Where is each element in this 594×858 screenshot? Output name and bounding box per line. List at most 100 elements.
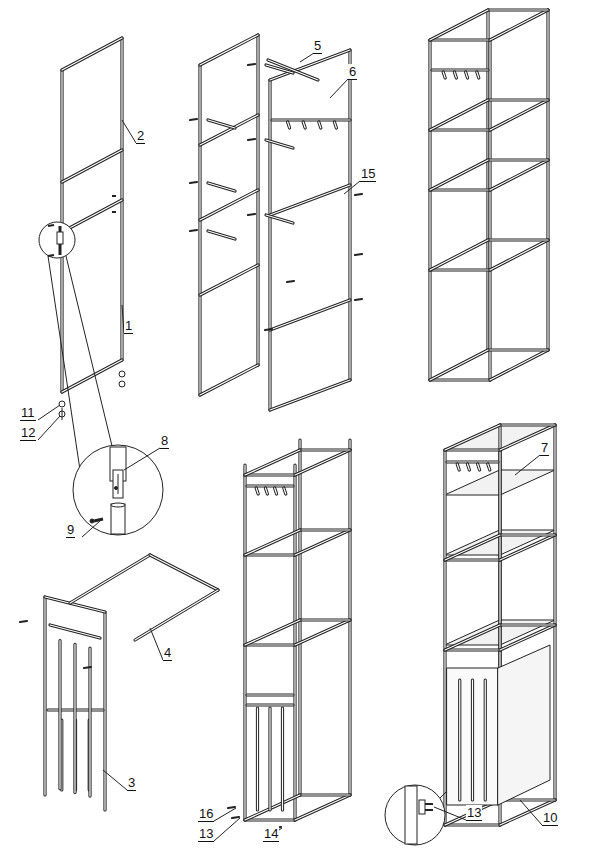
frame-tube (266, 140, 293, 148)
detail-drawings (38, 53, 542, 845)
callout-number: 1 (124, 318, 133, 334)
frame-tube (256, 708, 259, 810)
frame-tube (500, 534, 555, 535)
frame-tube (457, 464, 459, 470)
frame-tube (88, 648, 91, 796)
frame-tube (200, 190, 258, 220)
frame-tube (208, 231, 235, 239)
bolt (265, 329, 272, 330)
frame-tube (150, 555, 218, 590)
bolt (232, 817, 239, 818)
frame-tube (50, 625, 100, 638)
callout-number: 12 (20, 425, 36, 441)
frame-tube (466, 72, 468, 78)
frame-tube (247, 484, 293, 487)
frame-tube (247, 693, 293, 696)
frame-tube (269, 708, 270, 810)
frame-tube (445, 823, 500, 826)
frame-tube (245, 450, 300, 475)
frame-tube (266, 215, 293, 223)
frame-tube (44, 597, 45, 795)
frame-tube (245, 818, 295, 821)
frame-tube (245, 795, 300, 820)
frame-tube (430, 269, 490, 270)
frame-tube (73, 644, 76, 792)
frame-tube (554, 425, 555, 800)
frame-tube (488, 348, 548, 351)
callout-number: 16 (198, 806, 214, 822)
frame-tube (430, 350, 488, 380)
frame-tube (484, 680, 487, 800)
frame-tube (430, 350, 488, 380)
frame-tube (488, 159, 548, 160)
callout-number: 7 (540, 440, 549, 456)
frame-tube (288, 122, 290, 128)
frame-tube (62, 150, 122, 182)
frame-tube (490, 10, 548, 40)
bolt (355, 254, 362, 255)
frame-tube (62, 38, 122, 70)
callout-number: 6 (348, 64, 357, 80)
frame-tube (490, 350, 548, 380)
frame-tube (445, 425, 500, 450)
frame-tube (444, 450, 445, 825)
frame-tube (300, 794, 350, 795)
frame-tube (268, 60, 318, 80)
frame-tube (268, 60, 318, 80)
frame-tube (200, 265, 258, 295)
frame-tube (430, 189, 490, 190)
frame-tube (500, 535, 555, 560)
frame-tube (445, 449, 500, 450)
frame-tube (265, 488, 267, 494)
frame-tube (432, 69, 488, 70)
frame-tube (430, 240, 488, 270)
frame-tube (295, 620, 350, 645)
frame-tube (454, 72, 456, 78)
frame-tube (293, 465, 296, 820)
frame-tube (208, 120, 235, 128)
frame-tube (430, 100, 488, 130)
frame-tube (257, 35, 258, 365)
frame-tube (445, 535, 500, 560)
frame-tube (445, 558, 500, 561)
frame-tube (500, 535, 555, 560)
frame-tube (270, 300, 350, 330)
frame-tube (430, 378, 490, 381)
frame-tube (500, 624, 555, 625)
frame-tube (200, 35, 258, 65)
frame-tube (288, 122, 290, 128)
shelf-board (447, 668, 498, 805)
frame-tube (268, 708, 271, 810)
frame-tube (150, 555, 218, 590)
frame-tube (458, 680, 461, 800)
frame-tube (243, 465, 246, 820)
bolt (190, 182, 197, 183)
frame-tube (300, 618, 350, 621)
frame-tube (208, 183, 235, 191)
frame-tube (428, 40, 431, 380)
frame-tube (256, 35, 259, 365)
frame-tube (208, 231, 235, 239)
frame-tube (488, 464, 490, 470)
frame-tube (89, 648, 90, 796)
frame-tube (467, 464, 469, 470)
frame-tube (200, 190, 258, 220)
frame-tube (349, 440, 350, 795)
frame-tube (490, 100, 548, 130)
frame-tube (478, 464, 480, 470)
frame-tube (247, 703, 293, 706)
callout-number: 9 (66, 522, 75, 538)
frame-tube (245, 530, 300, 555)
frame-tube (488, 8, 548, 11)
frame-tube (270, 185, 350, 215)
frame-tube (295, 620, 350, 645)
frame-tube (445, 649, 500, 650)
frame-tube (58, 641, 61, 789)
callout-number: 13 (466, 805, 482, 821)
frame-tube (490, 160, 548, 190)
frame-tube (247, 485, 293, 486)
frame-tube (477, 72, 479, 78)
frame-tube (457, 464, 459, 470)
frame-tube (430, 379, 490, 380)
